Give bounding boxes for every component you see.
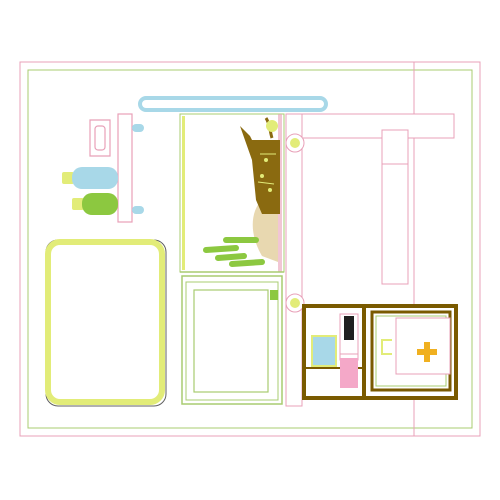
door-panel bbox=[285, 113, 455, 407]
first-aid-box bbox=[370, 310, 452, 392]
blue-box bbox=[311, 335, 337, 367]
shelf-peg-top bbox=[132, 124, 144, 132]
hinge-top bbox=[285, 133, 305, 153]
bottle-green bbox=[72, 193, 118, 215]
first-aid-cross bbox=[417, 342, 437, 362]
toothbrush bbox=[339, 313, 359, 361]
soap-holder bbox=[89, 119, 111, 157]
wall-shelf bbox=[117, 113, 133, 223]
towel-rail bbox=[138, 96, 328, 112]
inner-frame bbox=[27, 69, 473, 429]
bath-tub bbox=[45, 239, 167, 407]
grass-leaves bbox=[203, 237, 265, 267]
window-lower bbox=[181, 275, 283, 405]
hinge-bottom bbox=[285, 293, 305, 313]
shelf-peg-bottom bbox=[132, 206, 144, 214]
outer-frame bbox=[19, 61, 481, 437]
bottle-blue bbox=[62, 167, 118, 189]
plant-stump bbox=[240, 117, 280, 262]
pink-box bbox=[340, 358, 358, 388]
